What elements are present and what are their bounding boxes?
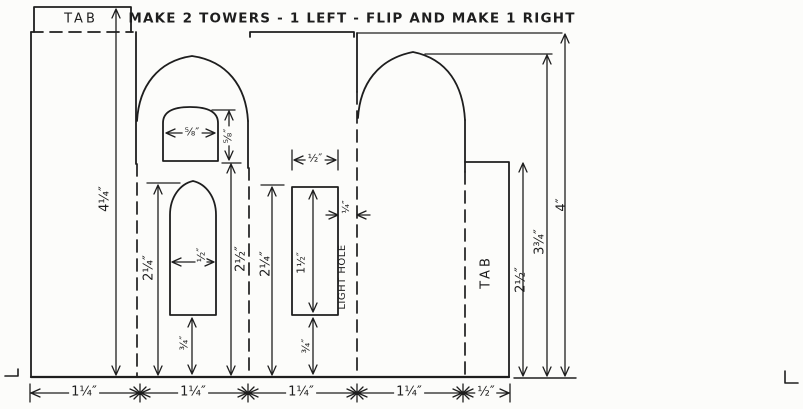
dim-small-window-width: ⅝″ — [182, 125, 202, 139]
dim-total-line — [356, 32, 566, 376]
right-arrows — [129, 128, 510, 398]
dim-tower-height: 4¼″ — [97, 186, 113, 212]
dim-bottom-width-1: 1¼″ — [69, 384, 99, 400]
left-tab-outline — [33, 6, 132, 33]
title: MAKE 2 TOWERS - 1 LEFT - FLIP AND MAKE 1… — [128, 10, 576, 27]
dim-total-height: 4″ — [554, 198, 570, 212]
lancet-window — [169, 180, 217, 316]
corner-mark-bottom-left — [4, 368, 19, 377]
right-tab-outline — [464, 161, 510, 378]
dim-small-window-height: ⅝″ — [221, 126, 235, 146]
down-arrows — [111, 150, 570, 377]
dim-bottom-width-tab: ½″ — [475, 384, 497, 400]
left-arrows — [30, 128, 474, 398]
dim-hole-height: 1½″ — [294, 252, 308, 274]
dim-hole-width: ½″ — [305, 151, 325, 165]
dim-hole-bottom-gap: ¾″ — [299, 338, 313, 354]
left-tab-label: TAB — [64, 11, 98, 27]
dim-bottom-width-2: 1¼″ — [178, 384, 208, 400]
dim-lancet-top-to-bottom: 2¼″ — [141, 255, 157, 281]
dim-hole-side-gap: ¼″ — [341, 200, 352, 214]
dim-hole-top-to-bottom: 2¼″ — [258, 251, 274, 277]
light-hole-rect — [291, 186, 339, 316]
dim-lancet-line — [146, 182, 181, 375]
corner-mark-bottom-right — [784, 370, 799, 384]
panel3-top-edge — [249, 31, 355, 38]
dim-bottom-width-4: 1¼″ — [394, 384, 424, 400]
dim-lancet-width: ½″ — [194, 245, 208, 265]
dim-arch-to-bottom-line — [221, 162, 242, 375]
panel-outlines — [4, 6, 799, 384]
right-tab-label: TAB — [478, 255, 494, 289]
fold-lines — [30, 31, 466, 378]
big-arch — [357, 51, 466, 121]
dim-bottom-separators — [133, 383, 470, 403]
dim-lancet-bottom-gap: ¾″ — [177, 335, 191, 351]
dimension-lines — [29, 9, 566, 403]
dim-arch-to-bottom: 2½″ — [233, 246, 249, 272]
dim-bottom-line — [29, 383, 511, 403]
dim-bottom-width-3: 1¼″ — [286, 384, 316, 400]
dim-peak-height: 3¾″ — [532, 229, 548, 255]
middle-arch — [136, 55, 249, 122]
dim-hole-top-line — [260, 184, 285, 375]
small-arch-window — [162, 106, 219, 162]
arrowheads — [30, 8, 570, 398]
dim-tab-panel-height: 2½″ — [513, 267, 529, 293]
dim-peak-line — [424, 53, 553, 376]
light-hole-label: LIGHT HOLE — [337, 244, 348, 310]
up-arrows — [111, 8, 570, 328]
